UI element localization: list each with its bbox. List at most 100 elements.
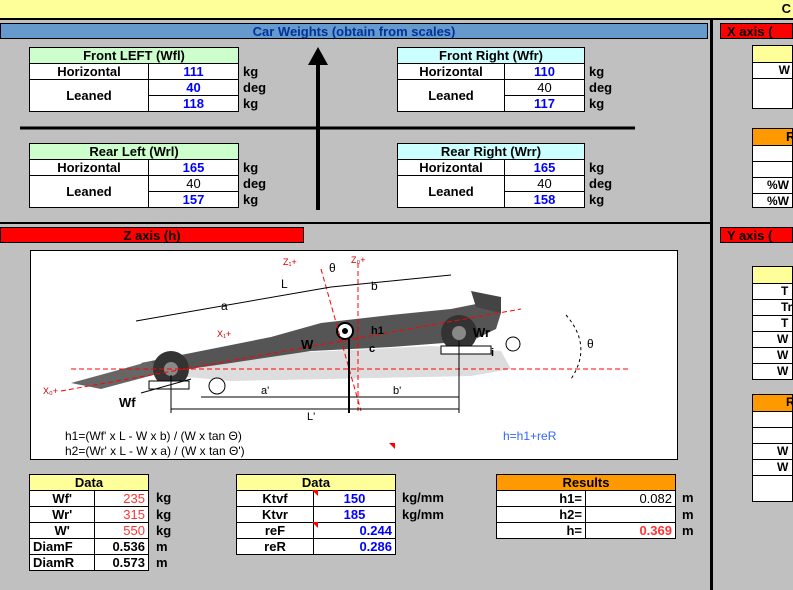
diagram-label-z0: Z₀+: [351, 255, 366, 265]
results-title: Results: [496, 474, 676, 491]
front-right-horizontal-value[interactable]: 110: [504, 63, 585, 80]
diagram-label-theta: θ: [329, 261, 336, 275]
rear-left-angle-value[interactable]: 40: [148, 175, 239, 192]
data-left-label: DiamR: [28, 554, 96, 571]
unit-deg: deg: [243, 176, 267, 191]
data-left-value[interactable]: 315: [94, 506, 149, 523]
rear-right-angle-value[interactable]: 40: [504, 175, 585, 192]
unit-kg: kg: [243, 64, 259, 79]
unit-deg: deg: [243, 80, 267, 95]
unit-label: kg/mm: [402, 507, 444, 522]
comment-marker: [312, 522, 318, 528]
results-value: 0.369: [585, 522, 676, 539]
front-right-angle-value[interactable]: 40: [504, 79, 585, 96]
data-mid-label: reR: [236, 538, 314, 555]
diagram-label-L: L: [281, 277, 288, 291]
unit-label: kg: [156, 490, 172, 505]
results-table: Results h1=0.082 h2= h=0.369: [496, 474, 676, 539]
diagram-label-i: i: [491, 347, 495, 359]
diagram-label-theta2: θ: [587, 337, 594, 351]
results-label: h2=: [496, 506, 586, 523]
unit-label: m: [156, 555, 168, 570]
front-left-title: Front LEFT (Wfl): [29, 47, 239, 64]
formula-h2: h2=(Wr' x L - W x a) / (W x tan Θ'): [65, 444, 245, 458]
diagram-label-Wf: Wf: [119, 395, 136, 410]
diagram-label-W: W: [301, 337, 314, 352]
z-axis-header: Z axis (h): [0, 227, 304, 243]
data-mid-title: Data: [236, 474, 396, 491]
partial-cell: Tr: [753, 300, 792, 316]
unit-kg: kg: [589, 192, 605, 207]
diagram-label-h1: h1: [371, 325, 384, 337]
partial-cell: W: [753, 63, 792, 79]
diagram-label-z1: Z₁+: [283, 257, 297, 267]
results-value: [585, 506, 676, 523]
front-left-leaned-value: 118: [148, 95, 239, 112]
formula-h: h=h1+reR: [503, 429, 557, 443]
data-left-label: DiamF: [28, 538, 96, 555]
diagram-label-a: a: [221, 299, 228, 313]
results-label: h=: [496, 522, 586, 539]
data-left-value[interactable]: 0.536: [94, 538, 149, 555]
data-mid-label: Ktvr: [236, 506, 314, 523]
top-title-letter: C: [781, 1, 791, 16]
front-right-leaned-value: 117: [504, 95, 585, 112]
x-axis-partial-results: R %W %W: [752, 128, 793, 208]
data-mid-label: Ktvf: [236, 490, 314, 507]
partial-cell: T: [753, 284, 792, 300]
data-mid-value[interactable]: 150: [313, 490, 396, 507]
data-mid-value[interactable]: 0.286: [313, 538, 396, 555]
data-left-value[interactable]: 0.573: [94, 554, 149, 571]
rear-right-leaned-value: 158: [504, 191, 585, 208]
axis-cross-arrow: [20, 47, 635, 210]
x-axis-header: X axis (: [720, 23, 793, 39]
diagram-label-b-prime: b': [393, 385, 402, 397]
data-mid-value[interactable]: 185: [313, 506, 396, 523]
rear-left-leaned-label: Leaned: [29, 175, 149, 208]
car-diagram-panel: Z₁+ Z₀+ θ L a b X₁+ X₀+ h1 W Wr c i θ Wf…: [30, 250, 678, 460]
diagram-label-b: b: [371, 279, 378, 293]
front-left-horizontal-value[interactable]: 111: [148, 63, 239, 80]
partial-header: R: [753, 129, 793, 146]
comment-marker: [389, 443, 395, 449]
data-left-label: Wr': [28, 506, 96, 523]
data-mid-label: reF: [236, 522, 314, 539]
rear-left-horizontal-value[interactable]: 165: [148, 159, 239, 176]
top-title-bar: C: [0, 0, 793, 20]
unit-label: m: [682, 523, 694, 538]
unit-deg: deg: [589, 176, 613, 191]
y-axis-header: Y axis (: [720, 227, 793, 243]
front-right-horizontal-label: Horizontal: [397, 63, 505, 80]
diagram-label-c: c: [369, 343, 376, 355]
front-right-leaned-label: Leaned: [397, 79, 505, 112]
diagram-label-x1: X₁+: [217, 329, 232, 339]
unit-kg: kg: [243, 96, 259, 111]
section-divider: [0, 222, 710, 224]
front-left-angle-value[interactable]: 40: [148, 79, 239, 96]
rear-right-horizontal-value[interactable]: 165: [504, 159, 585, 176]
diagram-label-Wr: Wr: [473, 325, 491, 340]
partial-cell: %W: [753, 178, 792, 194]
partial-cell: %W: [767, 194, 789, 208]
data-left-value[interactable]: 235: [94, 490, 149, 507]
front-right-title: Front Right (Wfr): [397, 47, 585, 64]
rear-right-horizontal-label: Horizontal: [397, 159, 505, 176]
y-axis-partial-table: T Tr T W W W: [752, 266, 793, 380]
y-axis-partial-results: R W W: [752, 394, 793, 502]
data-mid-value[interactable]: 0.244: [313, 522, 396, 539]
rear-left-title: Rear Left (Wrl): [29, 143, 239, 160]
partial-cell: W: [777, 364, 789, 378]
data-left-label: Wf': [28, 490, 96, 507]
formula-h1: h1=(Wf' x L - W x b) / (W x tan Θ): [65, 429, 242, 443]
data-left-value[interactable]: 550: [94, 522, 149, 539]
partial-cell: T: [753, 316, 792, 332]
unit-kg: kg: [589, 160, 605, 175]
front-left-horizontal-label: Horizontal: [29, 63, 149, 80]
diagram-label-a-prime: a': [261, 385, 270, 397]
rear-right-leaned-label: Leaned: [397, 175, 505, 208]
